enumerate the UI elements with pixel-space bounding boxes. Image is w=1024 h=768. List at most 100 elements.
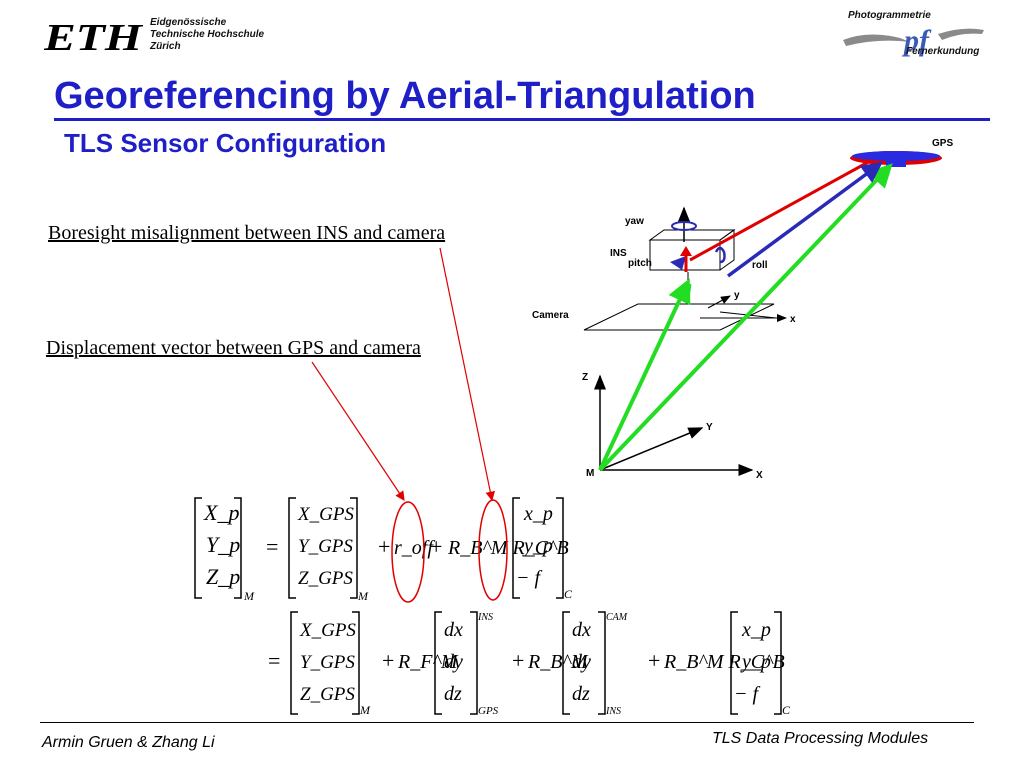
- rotation-f: R_F^M: [397, 651, 459, 673]
- img-frame: C: [564, 587, 573, 601]
- pitch-rotation-icon: [670, 256, 686, 270]
- origin-to-camera-vector: [598, 278, 691, 471]
- yaw-label: yaw: [625, 216, 644, 227]
- footer-divider: [40, 722, 974, 723]
- gps2-right-bracket: [352, 611, 360, 715]
- lhs-right-bracket: [234, 497, 242, 599]
- gps-z: Z_GPS: [298, 568, 353, 589]
- lhs-frame: M: [243, 589, 255, 603]
- eth-line-3: Zürich: [150, 41, 181, 52]
- offset-highlight-ellipse: [391, 501, 425, 603]
- gps-right-bracket: [350, 497, 358, 599]
- title-underline: [54, 118, 990, 121]
- pf-logo-bottom-text: Fernerkundung: [906, 46, 980, 57]
- vec2-dz: dz: [572, 683, 590, 705]
- img-right-bracket: [556, 497, 564, 599]
- img2-x: x_p: [741, 619, 771, 641]
- gps2-frame: M: [359, 703, 371, 717]
- gps-antenna-icon: [852, 151, 940, 161]
- ins-red-arrowhead: [680, 246, 692, 256]
- ins-label: INS: [610, 248, 627, 259]
- ins-gps-offset-vector: [726, 161, 883, 278]
- vec2-dx: dx: [572, 619, 591, 641]
- vec2-right-bracket: [598, 611, 606, 715]
- vec1-dx: dx: [444, 619, 463, 641]
- vec1-left-bracket: [434, 611, 442, 715]
- plus-4: +: [512, 648, 524, 673]
- eth-logo: ETH: [44, 19, 144, 53]
- lhs-zp: Z_p: [206, 564, 240, 589]
- boresight-label: Boresight misalignment between INS and c…: [48, 222, 446, 244]
- img2-f: − f: [734, 683, 760, 705]
- pitch-label: pitch: [628, 258, 652, 269]
- pf-logo: pf: [843, 24, 984, 57]
- y-axis-arrow: [599, 427, 704, 471]
- vec2-sup: CAM: [606, 612, 628, 623]
- img2-frame: C: [782, 703, 791, 717]
- gps2-z: Z_GPS: [300, 684, 355, 705]
- vec1-sup: INS: [477, 612, 493, 623]
- plus-3: +: [382, 648, 394, 673]
- pf-mark: pf: [901, 24, 932, 57]
- displacement-label: Displacement vector between GPS and came…: [46, 337, 421, 359]
- slide-subtitle: TLS Sensor Configuration: [64, 128, 387, 158]
- x-axis-label: X: [756, 470, 763, 481]
- yaw-rotation-icon: [671, 221, 697, 231]
- boresight-pointer-line: [439, 247, 496, 502]
- ins-box-side: [719, 229, 735, 271]
- vec1-dz: dz: [444, 683, 462, 705]
- origin-label: M: [586, 468, 594, 479]
- displacement-pointer-line: [311, 361, 405, 501]
- lhs-xp: X_p: [203, 500, 239, 525]
- gps-antenna-stem: [886, 160, 906, 167]
- lhs-left-bracket: [194, 497, 202, 599]
- plus-1: +: [378, 534, 390, 559]
- img-x: x_p: [523, 503, 553, 525]
- plus-5: +: [648, 648, 660, 673]
- equals-2: =: [268, 648, 280, 673]
- rotation-product-2: R_B^M R_C^B: [663, 651, 785, 673]
- eth-line-2: Technische Hochschule: [150, 29, 265, 40]
- y-axis-label: Y: [706, 422, 713, 433]
- camera-stub-vector: [686, 283, 692, 299]
- eth-institution-name: Eidgenössische Technische Hochschule Zür…: [150, 17, 264, 53]
- gps-frame: M: [357, 589, 369, 603]
- vec2-dy: dy: [572, 651, 591, 673]
- pf-logo-top-text: Photogrammetrie: [848, 10, 931, 21]
- vec2-left-bracket: [562, 611, 570, 715]
- img-left-bracket: [512, 497, 520, 599]
- eth-line-1: Eidgenössische: [150, 17, 227, 28]
- camera-x-label: x: [790, 314, 796, 325]
- camera-label: Camera: [532, 310, 569, 321]
- gps2-y: Y_GPS: [300, 652, 355, 673]
- gps2-x: X_GPS: [299, 620, 356, 641]
- gps-label: GPS: [932, 138, 953, 149]
- lhs-yp: Y_p: [206, 532, 240, 557]
- pf-swoosh-left: [843, 34, 910, 46]
- gps-y: Y_GPS: [298, 536, 353, 557]
- img2-left-bracket: [730, 611, 738, 715]
- origin-to-gps-vector: [598, 163, 893, 472]
- pf-swoosh-right: [938, 28, 984, 40]
- camera-y-axis: [707, 295, 731, 309]
- vec1-dy: dy: [444, 651, 463, 673]
- offset-vector: r_off: [394, 537, 435, 559]
- vec2-sub: INS: [605, 706, 621, 717]
- z-axis-label: Z: [582, 372, 588, 383]
- img2-y: y_p: [740, 651, 771, 673]
- gps-left-bracket: [288, 497, 296, 599]
- vec1-right-bracket: [470, 611, 478, 715]
- img-f: − f: [516, 567, 542, 589]
- gps2-left-bracket: [290, 611, 298, 715]
- img-y: y_p: [522, 535, 553, 557]
- camera-y-label: y: [734, 290, 740, 301]
- footer-authors: Armin Gruen & Zhang Li: [42, 734, 215, 751]
- equals-1: =: [266, 534, 278, 559]
- roll-label: roll: [752, 260, 768, 271]
- gps-x: X_GPS: [297, 504, 354, 525]
- ins-to-gps-vector: [689, 158, 873, 262]
- footer-course: TLS Data Processing Modules: [712, 730, 929, 747]
- plus-2: +: [430, 534, 442, 559]
